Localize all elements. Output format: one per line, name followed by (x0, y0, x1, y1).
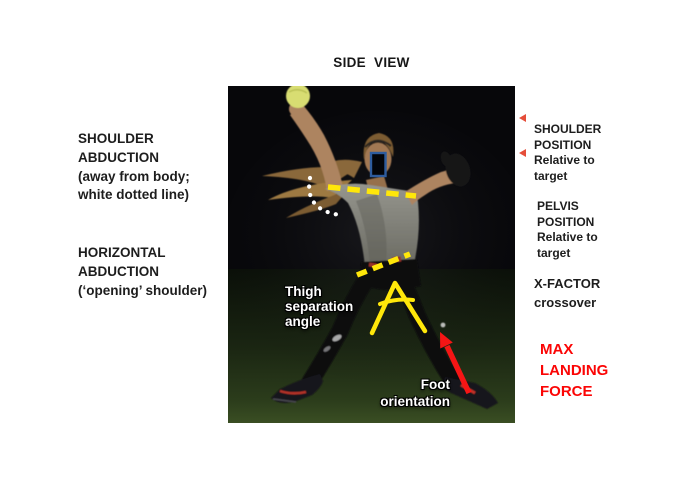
label-line: X-FACTOR (534, 276, 601, 291)
label-max-landing-force: MAX LANDING FORCE (540, 340, 608, 402)
label-thigh-separation-angle: Thigh separation angle (285, 284, 353, 330)
label-line: SHOULDER (78, 131, 154, 146)
label-line: Relative to (534, 153, 595, 167)
label-foot-orientation: Foot orientation (348, 376, 450, 410)
label-line: angle (285, 314, 321, 330)
thigh-separation-angle-mark (369, 280, 428, 336)
pelvis-dashed-line (355, 251, 412, 278)
label-line: ABDUCTION (78, 263, 159, 279)
red-tick-marker (519, 114, 526, 122)
label-line: white dotted line) (78, 187, 189, 203)
label-line: target (537, 245, 571, 260)
label-line: Thigh (285, 284, 322, 299)
pitcher-figure (262, 86, 498, 409)
pitcher-photo-svg (228, 86, 515, 423)
thigh-angle-crossbar (378, 297, 415, 306)
front-leg (301, 266, 378, 391)
label-line: (away from body; (78, 168, 190, 184)
label-line: ABDUCTION (78, 149, 159, 165)
label-line: FORCE (540, 382, 593, 400)
label-pelvis-position: PELVIS POSITION Relative to target (537, 199, 598, 261)
pitcher-photo: Thigh separation angle Foot orientation (228, 86, 515, 423)
label-x-factor: X-FACTOR crossover (534, 274, 600, 312)
page-title: SIDE VIEW (333, 55, 410, 70)
label-shoulder-position: SHOULDER POSITION Relative to target (534, 122, 601, 184)
label-line: crossover (534, 295, 597, 310)
front-shoe (271, 374, 323, 403)
label-line: MAX (540, 341, 574, 358)
label-line: HORIZONTAL (78, 245, 166, 260)
label-line: (‘opening’ shoulder) (78, 282, 207, 298)
label-line: PELVIS (537, 199, 579, 213)
label-line: separation (285, 299, 354, 315)
foot-orientation-arrow-head (440, 332, 453, 349)
label-line: SHOULDER (534, 122, 602, 136)
label-line: LANDING (540, 361, 609, 379)
label-line: POSITION (537, 214, 595, 229)
label-line: target (534, 168, 568, 183)
label-line: Relative to (537, 230, 598, 244)
label-shoulder-abduction: SHOULDER ABDUCTION (away from body; whit… (78, 130, 190, 205)
label-line: orientation (380, 394, 450, 409)
face-privacy-box (369, 151, 387, 178)
shoulder-abduction-dotted-arc (307, 175, 343, 218)
label-line: Foot (420, 377, 450, 392)
label-line: POSITION (534, 137, 592, 152)
foot-orientation-arrow-shaft (444, 344, 472, 395)
shoulder-dashed-line (327, 184, 417, 199)
red-tick-marker (519, 149, 526, 157)
label-horizontal-abduction: HORIZONTAL ABDUCTION (‘opening’ shoulder… (78, 244, 207, 300)
back-shoe (442, 377, 498, 409)
glove (440, 151, 471, 187)
